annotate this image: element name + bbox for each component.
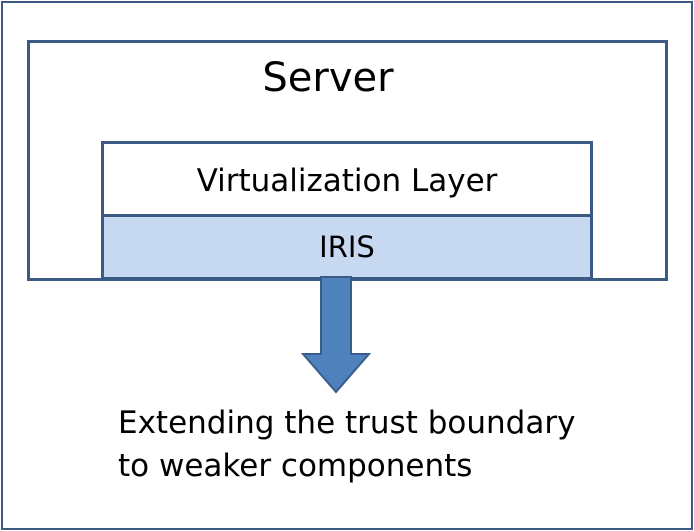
server-label: Server (0, 50, 666, 106)
caption-line-2: to weaker components (118, 448, 473, 484)
virtualization-layer-label: Virtualization Layer (196, 162, 498, 199)
down-arrow-shape (300, 276, 372, 394)
caption: Extending the trust boundary to weaker c… (118, 402, 658, 488)
iris-box: IRIS (101, 214, 593, 280)
iris-label: IRIS (319, 230, 375, 264)
virtualization-layer-box: Virtualization Layer (101, 141, 593, 220)
caption-line-1: Extending the trust boundary (118, 405, 576, 441)
down-arrow-icon (300, 276, 372, 394)
server-label-text: Server (262, 55, 394, 101)
